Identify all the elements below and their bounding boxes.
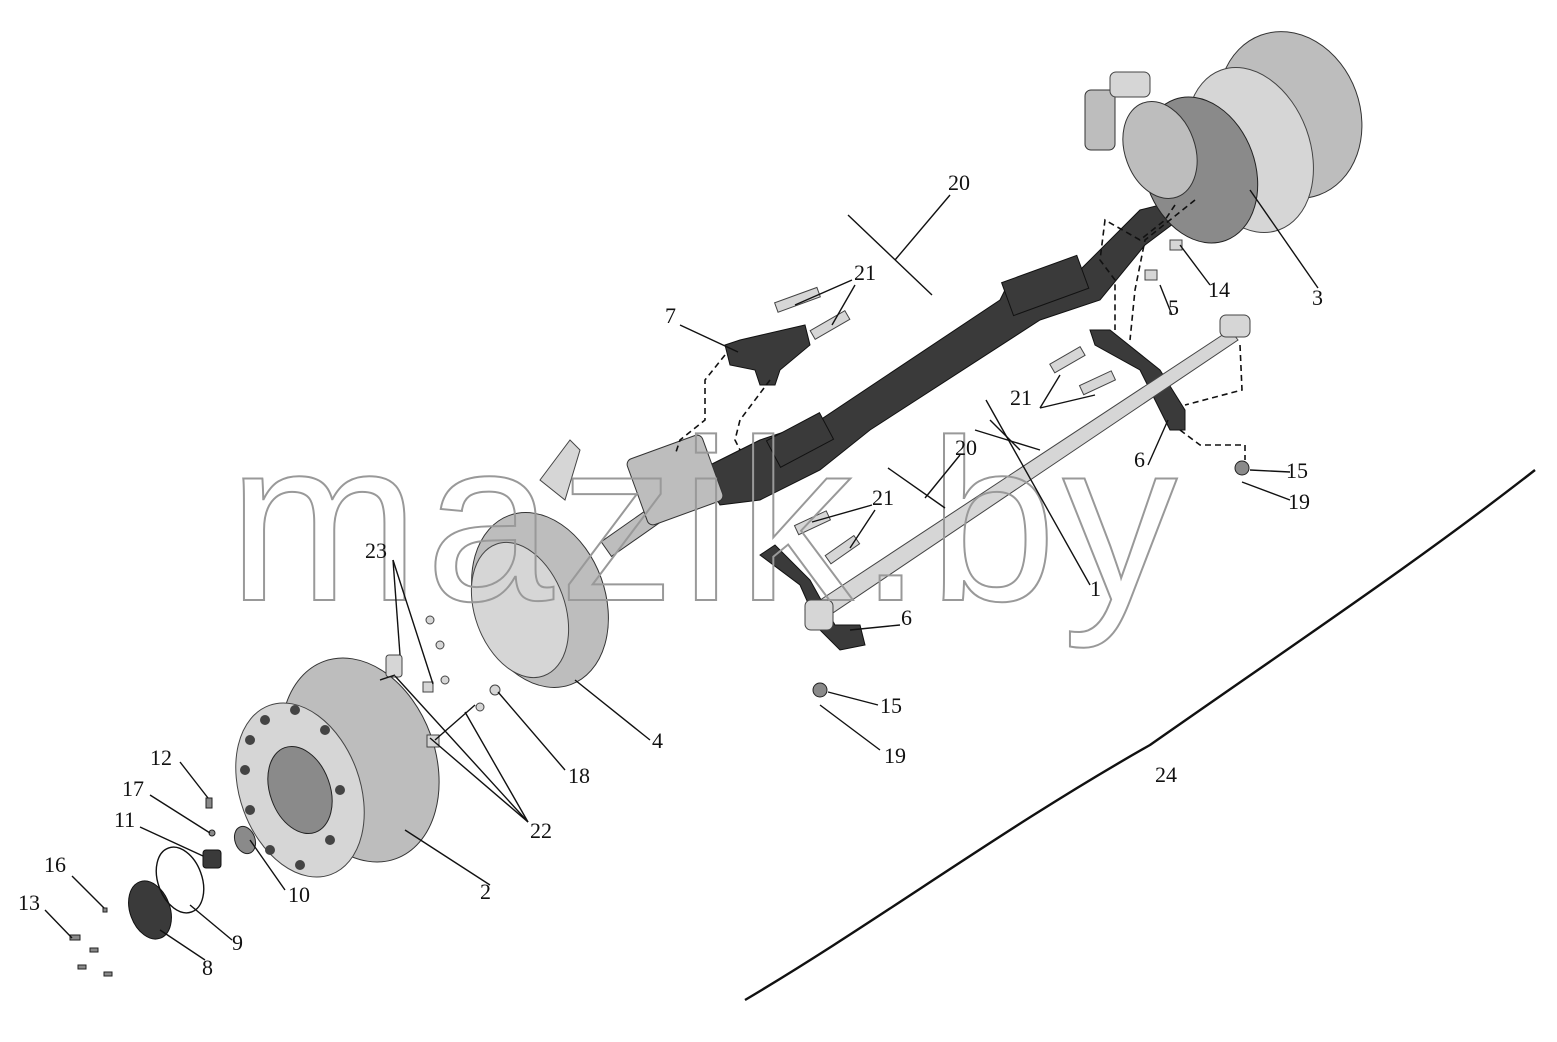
small-parts [69, 797, 257, 977]
callout-20-middle: 20 [955, 435, 977, 460]
callout-9: 9 [232, 930, 243, 955]
callout-6-left: 6 [901, 605, 912, 630]
axle-beam [699, 199, 1186, 506]
callout-24: 24 [1155, 762, 1177, 787]
callout-21-middle: 21 [1010, 385, 1032, 410]
callout-labels: 1 2 3 4 5 6 6 7 8 9 10 11 12 13 14 15 15… [18, 170, 1323, 980]
assembly-dashes [674, 199, 1246, 460]
callout-13: 13 [18, 890, 40, 915]
callout-10: 10 [288, 882, 310, 907]
callout-20-top: 20 [948, 170, 970, 195]
callout-23: 23 [365, 538, 387, 563]
callout-15-right: 15 [1286, 458, 1308, 483]
hub-cap [128, 880, 172, 940]
steering-arm-7 [724, 324, 811, 386]
callout-16: 16 [44, 852, 66, 877]
gasket [155, 846, 205, 914]
callout-6-right: 6 [1134, 447, 1145, 472]
steering-arm-6-right [1089, 329, 1186, 431]
right-hub-drum [1084, 31, 1363, 244]
callout-15-left: 15 [880, 693, 902, 718]
seal-ring [233, 825, 257, 855]
steering-parts [724, 239, 1251, 698]
leader-lines [44, 189, 1319, 961]
watermark: mazik.by [228, 392, 1183, 649]
callout-5: 5 [1168, 295, 1179, 320]
callout-12: 12 [150, 745, 172, 770]
callout-7: 7 [665, 303, 676, 328]
callout-21-lower: 21 [872, 485, 894, 510]
callout-8: 8 [202, 955, 213, 980]
callout-22: 22 [530, 818, 552, 843]
callout-4: 4 [652, 728, 663, 753]
boundary-curve [744, 469, 1536, 1002]
callout-3: 3 [1312, 285, 1323, 310]
left-knuckle-brake [470, 434, 724, 688]
callout-18: 18 [568, 763, 590, 788]
callout-17: 17 [122, 776, 144, 801]
lock-plate [202, 849, 222, 869]
callout-21-top: 21 [854, 260, 876, 285]
callout-2: 2 [480, 879, 491, 904]
callout-11: 11 [114, 807, 135, 832]
left-hub-drum [235, 657, 440, 878]
callout-19-right: 19 [1288, 489, 1310, 514]
callout-1: 1 [1090, 576, 1101, 601]
callout-14: 14 [1208, 277, 1230, 302]
callout-19-left: 19 [884, 743, 906, 768]
